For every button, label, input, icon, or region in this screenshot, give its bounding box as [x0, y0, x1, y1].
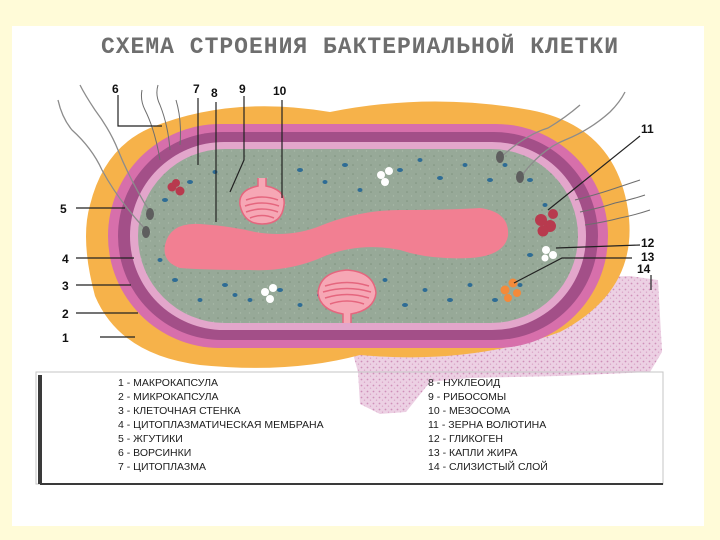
ribosomes — [157, 158, 548, 307]
label-number-11: 11 — [641, 122, 654, 136]
legend-item-12: 12 - ГЛИКОГЕН — [428, 433, 503, 445]
legend-item-6: 6 - ВОРСИНКИ — [118, 447, 192, 459]
flagella — [57, 84, 626, 231]
label-number-3: 3 — [62, 279, 69, 293]
diagram-title: СХЕМА СТРОЕНИЯ БАКТЕРИАЛЬНОЙ КЛЕТКИ — [100, 34, 620, 60]
label-number-1: 1 — [62, 331, 69, 345]
legend-item-3: 3 - КЛЕТОЧНАЯ СТЕНКА — [118, 405, 241, 417]
label-number-6: 6 — [112, 82, 119, 96]
label-number-4: 4 — [62, 252, 69, 266]
legend-item-7: 7 - ЦИТОПЛАЗМА — [118, 461, 207, 473]
legend-item-14: 14 - СЛИЗИСТЫЙ СЛОЙ — [428, 461, 548, 473]
fat-drops — [500, 278, 521, 302]
nucleoid — [164, 208, 509, 271]
label-number-14: 14 — [637, 262, 651, 276]
label-number-9: 9 — [239, 82, 246, 96]
flagella-bases — [142, 151, 524, 238]
legend-item-5: 5 - ЖГУТИКИ — [118, 433, 183, 445]
legend-item-13: 13 - КАПЛИ ЖИРА — [428, 447, 518, 459]
legend-item-10: 10 - МЕЗОСОМА — [428, 405, 511, 417]
label-number-8: 8 — [211, 86, 218, 100]
legend-item-4: 4 - ЦИТОПЛАЗМАТИЧЕСКАЯ МЕМБРАНА — [118, 419, 324, 431]
label-number-10: 10 — [273, 84, 287, 98]
legend-item-2: 2 - МИКРОКАПСУЛА — [118, 391, 219, 403]
mesosome-bottom — [317, 269, 377, 323]
pili — [140, 84, 651, 226]
volutin-granules — [167, 179, 558, 237]
legend-item-8: 8 - НУКЛЕОИД — [428, 377, 501, 389]
label-number-12: 12 — [641, 236, 655, 250]
glycogen-granules — [261, 167, 557, 303]
label-number-2: 2 — [62, 307, 69, 321]
legend-item-1: 1 - МАКРОКАПСУЛА — [118, 377, 218, 389]
leader-lines — [76, 95, 652, 338]
label-number-13: 13 — [641, 250, 655, 264]
legend-item-11: 11 - ЗЕРНА ВОЛЮТИНА — [428, 419, 547, 431]
label-number-5: 5 — [60, 202, 67, 216]
legend-item-9: 9 - РИБОСОМЫ — [428, 391, 507, 403]
label-number-7: 7 — [193, 82, 200, 96]
